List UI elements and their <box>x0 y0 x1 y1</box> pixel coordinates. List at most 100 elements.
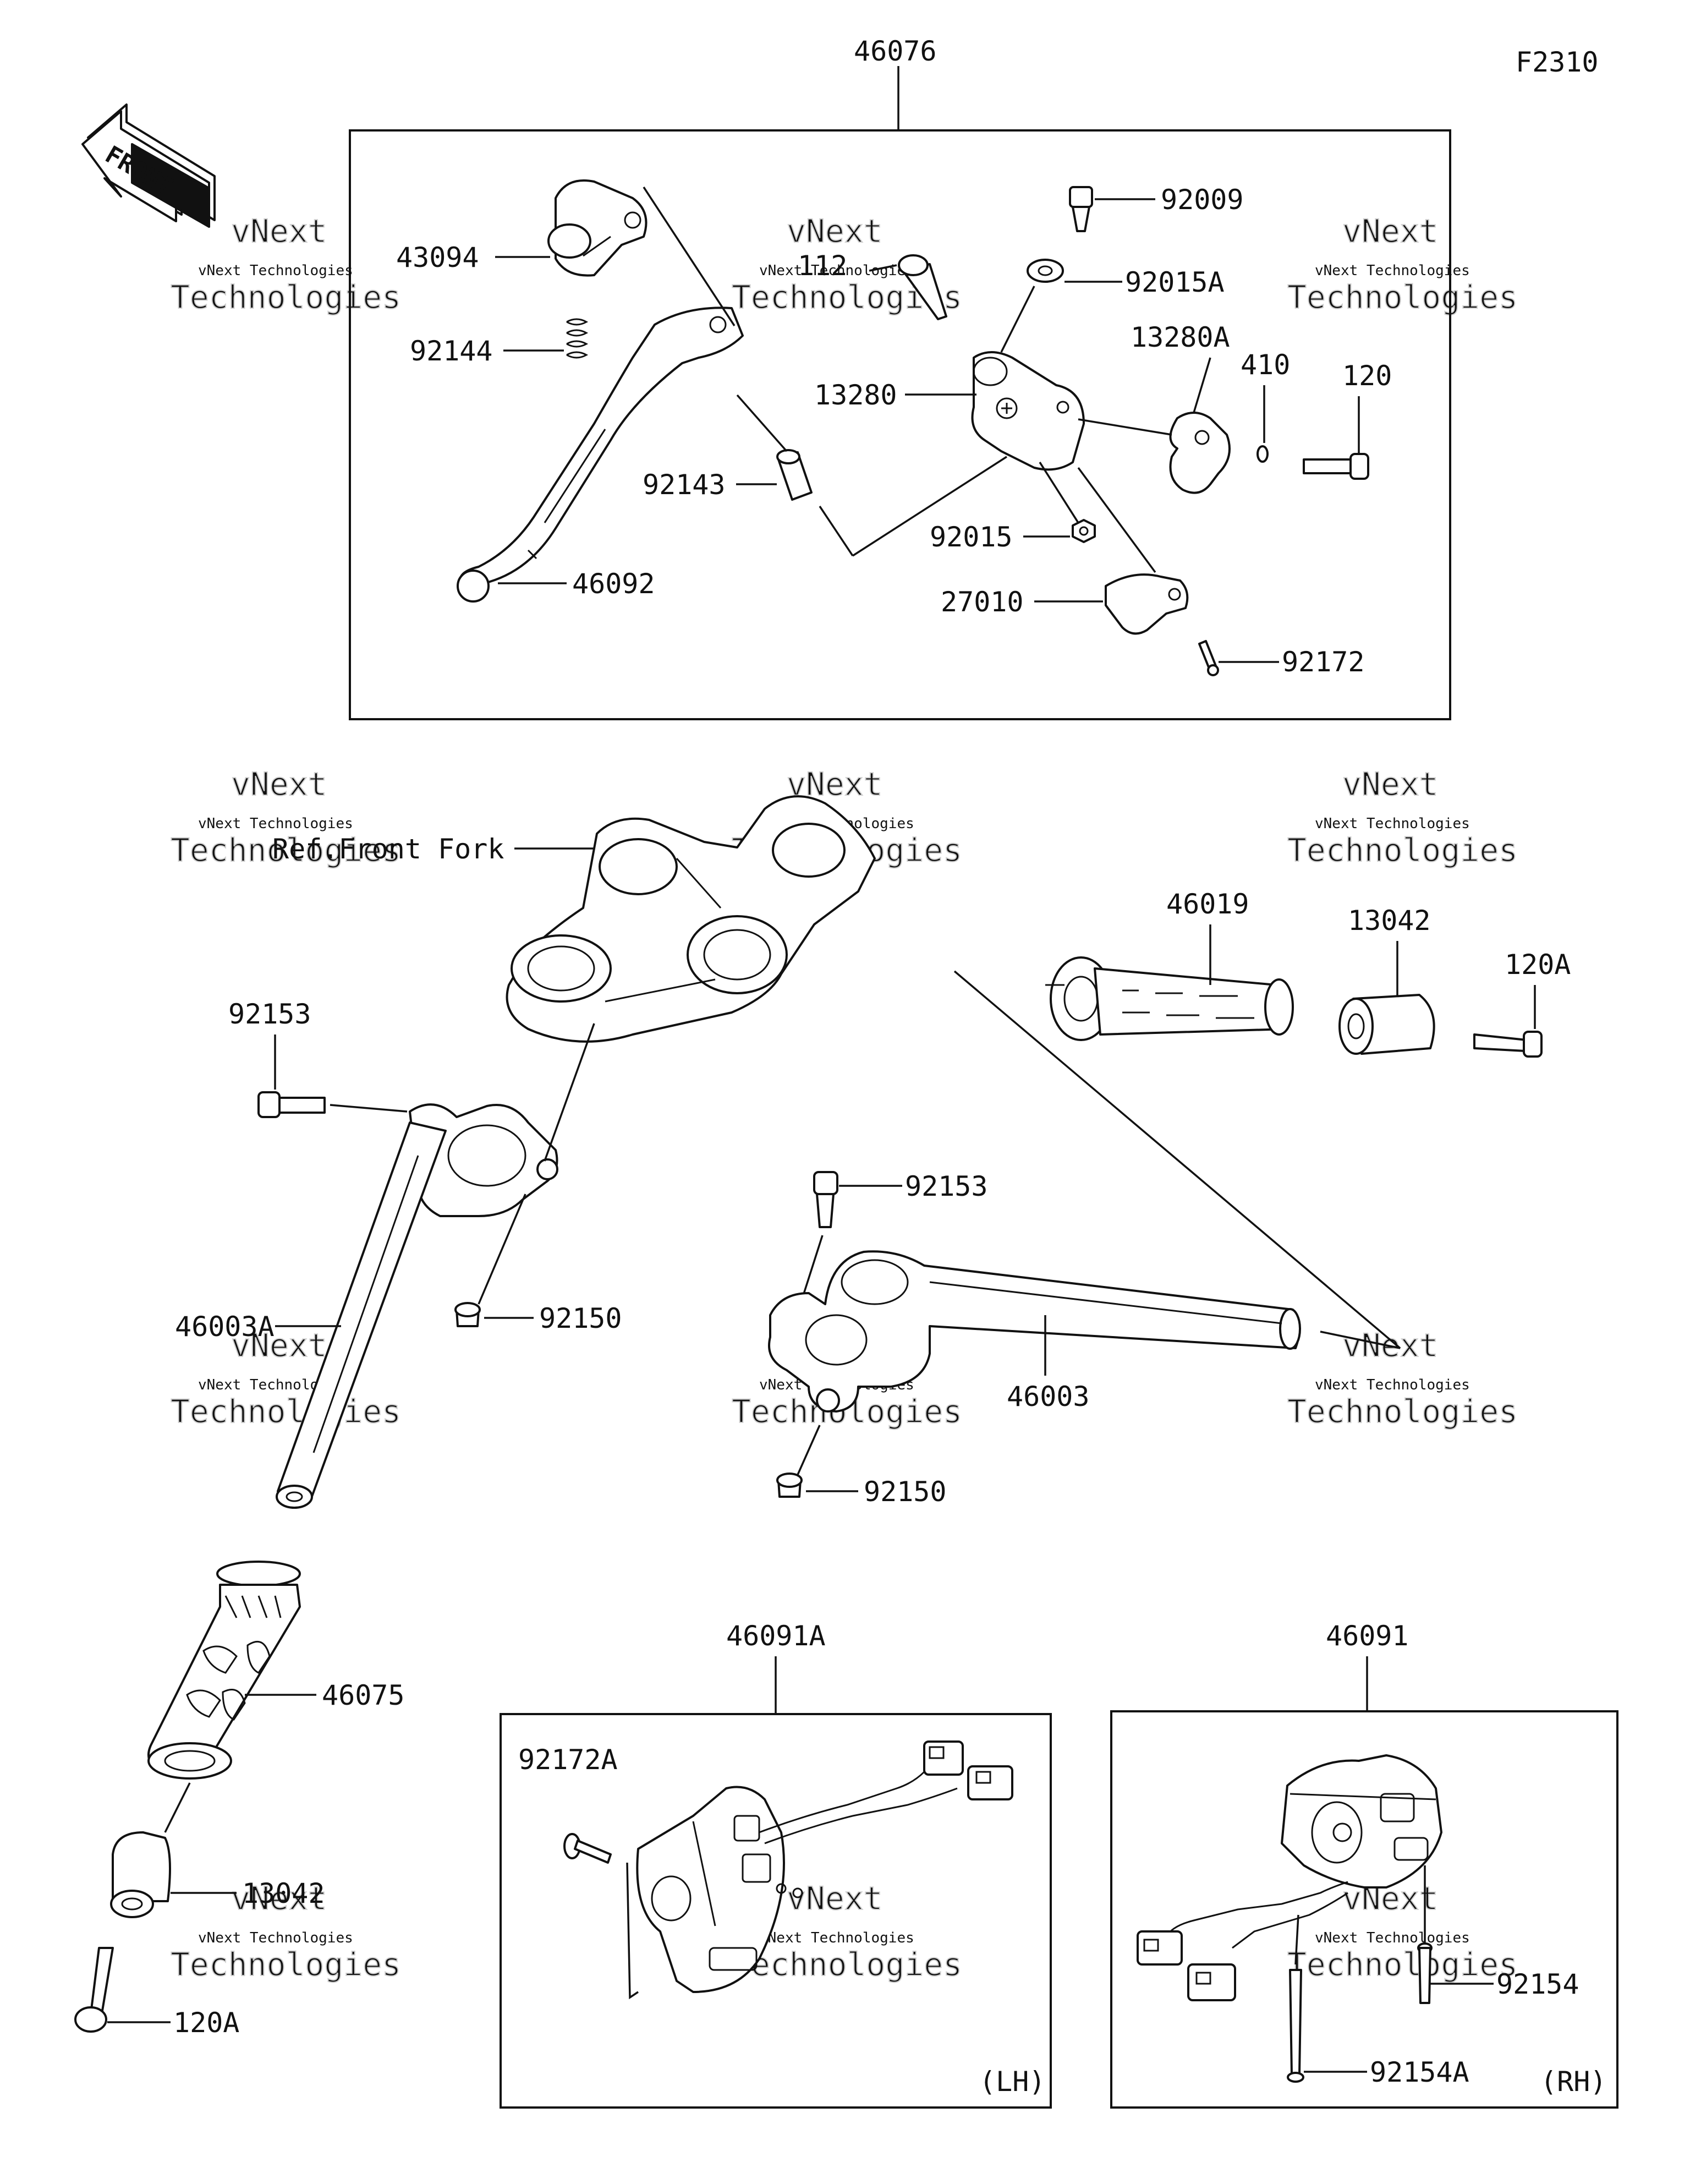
watermark-technologies: Technologies <box>732 1946 962 1983</box>
pivot-collar-part <box>776 449 813 501</box>
left-switch-housing-part <box>636 1786 803 1993</box>
pivot-bolt-part <box>898 254 947 320</box>
watermark-caption: vNext Technologies <box>198 262 353 279</box>
label-92154: 92154 <box>1496 1968 1579 2000</box>
watermark: vNext Technologies vNext Technologies <box>170 1326 402 1431</box>
clamp-bolt-part-left <box>257 1091 326 1118</box>
watermark-caption: vNext Technologies <box>198 1930 353 1946</box>
watermark-vnext: vNext <box>787 212 883 250</box>
label-92153-left: 92153 <box>228 998 311 1030</box>
left-grip-group: 46075 13042 120A <box>74 1561 405 2039</box>
bar-end-bolt-part-right <box>1473 1031 1543 1058</box>
bar-end-weight-part-left <box>110 1831 171 1918</box>
clip-on-handlebar-right-part <box>768 1250 1301 1413</box>
watermark-technologies: Technologies <box>1287 1393 1518 1430</box>
watermark-caption: vNext Technologies <box>1315 815 1470 832</box>
label-92153-right: 92153 <box>905 1170 988 1202</box>
label-13280A: 13280A <box>1131 321 1230 353</box>
clamp-screw-part-left <box>454 1302 481 1327</box>
label-92144: 92144 <box>410 335 493 367</box>
watermark-caption: vNext Technologies <box>1315 262 1470 279</box>
ref-front-fork-label: Ref.Front Fork <box>272 833 504 865</box>
switch-screw-part <box>1198 640 1219 676</box>
label-13042-right: 13042 <box>1348 905 1431 937</box>
small-washer-part <box>1256 445 1269 463</box>
clamp-bolt-part <box>1303 453 1369 480</box>
washer-part <box>1027 259 1064 283</box>
left-switch-harness-part <box>759 1740 1013 1844</box>
label-92150-left: 92150 <box>539 1302 622 1334</box>
watermark-vnext: vNext <box>231 1327 327 1364</box>
label-92172: 92172 <box>1282 646 1365 678</box>
watermark: vNext Technologies vNext Technologies <box>1287 212 1518 316</box>
holder-clamp-part <box>1169 412 1231 494</box>
watermark-vnext: vNext <box>1342 765 1439 803</box>
watermark-vnext: vNext <box>1342 212 1439 250</box>
label-46003A: 46003A <box>175 1311 275 1343</box>
label-46019: 46019 <box>1166 888 1249 920</box>
label-112: 112 <box>798 250 847 282</box>
label-46076: 46076 <box>854 35 937 67</box>
watermark-vnext: vNext <box>231 1880 327 1917</box>
label-46091: 46091 <box>1326 1620 1409 1652</box>
watermark: vNext Technologies vNext Technologies <box>1287 1879 1518 1984</box>
watermark-technologies: Technologies <box>171 831 401 869</box>
watermark-technologies: Technologies <box>171 1946 401 1983</box>
adjuster-dial-part <box>547 179 648 277</box>
watermark: vNext Technologies vNext Technologies <box>170 1879 402 1984</box>
label-92015: 92015 <box>930 521 1013 553</box>
clutch-lever-part <box>457 306 744 603</box>
throttle-grip-part <box>1045 956 1294 1041</box>
label-92143: 92143 <box>643 469 726 501</box>
right-switch-housing-part <box>1281 1754 1442 1889</box>
clamp-screw-part-right <box>776 1473 803 1498</box>
label-92150-right: 92150 <box>864 1476 947 1508</box>
left-grip-part <box>147 1561 301 1780</box>
label-46092: 46092 <box>572 568 655 600</box>
nut-part <box>1072 519 1096 543</box>
watermark-caption: vNext Technologies <box>759 1930 914 1946</box>
watermark-technologies: Technologies <box>1287 1946 1518 1983</box>
watermark-vnext: vNext <box>787 1880 883 1917</box>
label-410: 410 <box>1241 349 1290 381</box>
watermark: vNext Technologies vNext Technologies <box>731 1879 963 1984</box>
clutch-switch-part <box>1105 573 1189 635</box>
watermark-caption: vNext Technologies <box>198 815 353 832</box>
watermark-technologies: Technologies <box>171 278 401 316</box>
label-92009: 92009 <box>1161 184 1244 216</box>
bar-end-bolt-part-left <box>74 1947 114 2033</box>
left-clip-on-group: 92153 46003A 92150 <box>175 998 622 1509</box>
label-120: 120 <box>1342 360 1392 392</box>
label-120A-left: 120A <box>173 2007 239 2039</box>
screw-part-92172A <box>563 1833 612 1864</box>
bar-end-weight-part-right <box>1338 994 1435 1055</box>
right-switch-harness-part <box>1137 1881 1348 2001</box>
watermark-technologies: Technologies <box>1287 278 1518 316</box>
clip-on-handlebar-left-part <box>276 1103 558 1509</box>
figure-code: F2310 <box>1516 46 1599 78</box>
front-direction-arrow-icon: FRONT <box>81 103 216 228</box>
watermark-caption: vNext Technologies <box>1315 1377 1470 1393</box>
lever-assembly-frame <box>349 129 1451 720</box>
left-switch-group: 46091A 92172A (LH) <box>500 1620 1052 2109</box>
top-triple-clamp-reference <box>506 795 876 1043</box>
screw-part-92154A <box>1287 1969 1304 2083</box>
spring-part <box>566 318 589 359</box>
lever-assembly-group: 46076 43094 92144 46092 <box>349 35 1451 720</box>
label-120A-right: 120A <box>1505 949 1571 981</box>
watermarks: vNext Technologies vNext Technologies vN… <box>170 212 1518 1984</box>
right-switch-group: 46091 92154 92154 <box>1110 1620 1618 2109</box>
lever-holder-part <box>971 351 1085 471</box>
label-27010: 27010 <box>941 586 1024 618</box>
watermark: vNext Technologies vNext Technologies <box>170 765 402 869</box>
watermark: vNext Technologies vNext Technologies <box>1287 1326 1518 1431</box>
label-46091A: 46091A <box>726 1620 826 1652</box>
rh-side-label: (RH) <box>1540 2066 1606 2098</box>
screw-part <box>1069 186 1093 232</box>
watermark-technologies: Technologies <box>1287 831 1518 869</box>
watermark: vNext Technologies vNext Technologies <box>170 212 402 316</box>
label-92154A: 92154A <box>1370 2056 1469 2088</box>
label-92015A: 92015A <box>1125 266 1225 298</box>
watermark-vnext: vNext <box>231 765 327 803</box>
